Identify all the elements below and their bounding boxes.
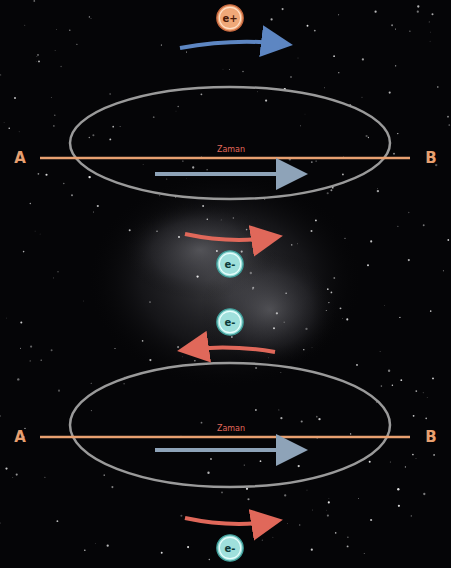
endpoint-letter: A xyxy=(14,428,26,446)
particle-circle: e- xyxy=(216,534,244,562)
particle-label: e- xyxy=(225,317,236,328)
axis-label: Zaman xyxy=(217,424,245,433)
endpoint-letter: B xyxy=(425,149,436,167)
particle-label: e- xyxy=(225,543,236,554)
particle-circle: e- xyxy=(216,250,244,278)
endpoint-letter: B xyxy=(425,428,436,446)
particle-circle: e+ xyxy=(216,4,244,32)
particle-label: e+ xyxy=(222,13,237,24)
particle-circle: e- xyxy=(216,308,244,336)
endpoint-letter: A xyxy=(14,149,26,167)
particle-label: e- xyxy=(225,259,236,270)
axis-label: Zaman xyxy=(217,145,245,154)
